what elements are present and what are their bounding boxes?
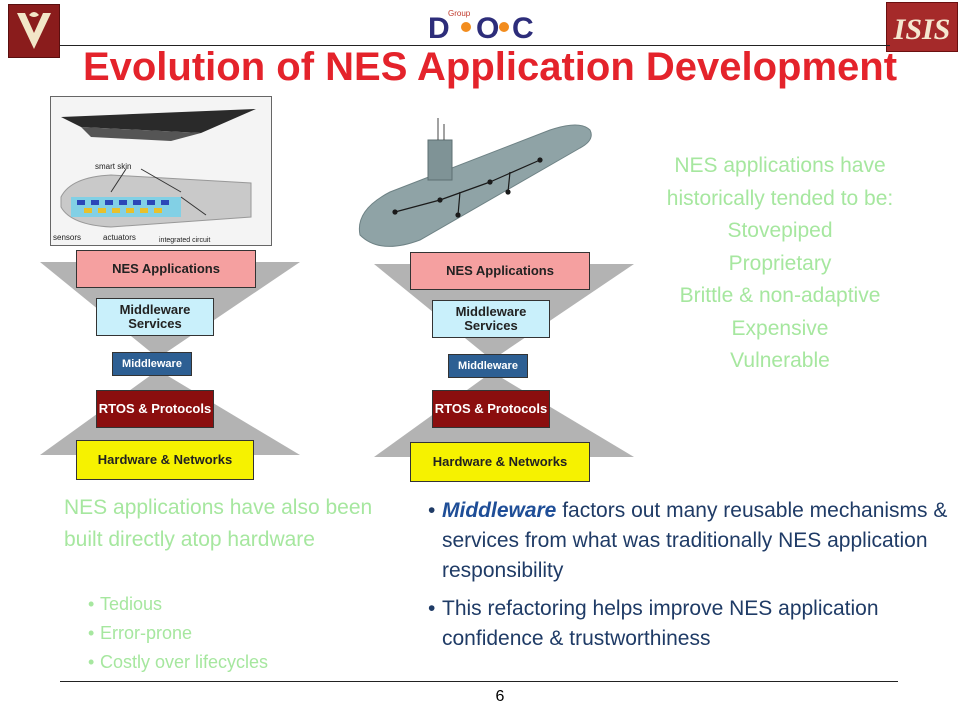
svg-text:smart skin: smart skin xyxy=(95,162,131,171)
bullet-error-prone: Error-prone xyxy=(88,619,268,648)
intro-item-expensive: Expensive xyxy=(731,316,829,340)
bullet-tedious: Tedious xyxy=(88,590,268,619)
middleware-benefits-text: •Middleware factors out many reusable me… xyxy=(428,496,948,662)
svg-text:Group: Group xyxy=(448,9,471,18)
svg-text:actuators: actuators xyxy=(103,233,136,242)
middleware-services-box: Middleware Services xyxy=(96,298,214,336)
middleware-services-box: Middleware Services xyxy=(432,300,550,338)
middleware-emphasis: Middleware xyxy=(442,499,557,522)
intro-item-vulnerable: Vulnerable xyxy=(730,349,830,372)
middleware-bullet-1-text: factors out many reusable mechanisms & s… xyxy=(442,499,948,582)
vanderbilt-logo xyxy=(8,4,60,58)
svg-text:C: C xyxy=(512,12,534,45)
middleware-bullet-2-text: This refactoring helps improve NES appli… xyxy=(442,597,879,650)
left-layer-stack: NES Applications Middleware Services Mid… xyxy=(40,250,300,482)
historical-characteristics-text: NES applications have historically tende… xyxy=(620,150,940,378)
page-number: 6 xyxy=(495,688,505,705)
direct-hardware-bullets: Tedious Error-prone Costly over lifecycl… xyxy=(88,590,268,677)
bullet-costly: Costly over lifecycles xyxy=(88,648,268,677)
right-layer-stack: NES Applications Middleware Services Mid… xyxy=(374,252,634,484)
smart-skin-aircraft-image: smart skin sensors actuators integrated … xyxy=(50,96,272,246)
nes-applications-box: NES Applications xyxy=(76,250,256,288)
intro-item-stovepiped: Stovepiped xyxy=(727,219,833,242)
svg-text:sensors: sensors xyxy=(53,233,81,242)
svg-text:ISIS: ISIS xyxy=(893,13,951,46)
middleware-bullet-1: •Middleware factors out many reusable me… xyxy=(428,499,948,582)
submarine-image xyxy=(350,100,600,250)
svg-text:D: D xyxy=(428,12,450,45)
direct-hardware-text: NES applications have also been built di… xyxy=(64,496,373,551)
middleware-bullet-2: •This refactoring helps improve NES appl… xyxy=(428,597,879,650)
rtos-protocols-box: RTOS & Protocols xyxy=(96,390,214,428)
intro-line: historically tended to be: xyxy=(666,186,894,210)
intro-line: NES applications have xyxy=(674,154,886,177)
middleware-box: Middleware xyxy=(448,354,528,378)
middleware-box: Middleware xyxy=(112,352,192,376)
intro-item-brittle: Brittle & non-adaptive xyxy=(679,284,881,307)
svg-text:integrated circuit: integrated circuit xyxy=(159,237,210,244)
slide-title: Evolution of NES Application Development xyxy=(82,45,898,89)
hardware-networks-box: Hardware & Networks xyxy=(76,440,254,480)
doc-group-logo: D O C Group xyxy=(420,6,550,46)
isis-logo: ISIS xyxy=(886,2,958,52)
svg-text:O: O xyxy=(476,12,499,45)
hardware-networks-box: Hardware & Networks xyxy=(410,442,590,482)
footer-divider xyxy=(60,681,898,682)
header-divider xyxy=(60,45,890,46)
rtos-protocols-box: RTOS & Protocols xyxy=(432,390,550,428)
nes-applications-box: NES Applications xyxy=(410,252,590,290)
intro-item-proprietary: Proprietary xyxy=(728,251,832,275)
